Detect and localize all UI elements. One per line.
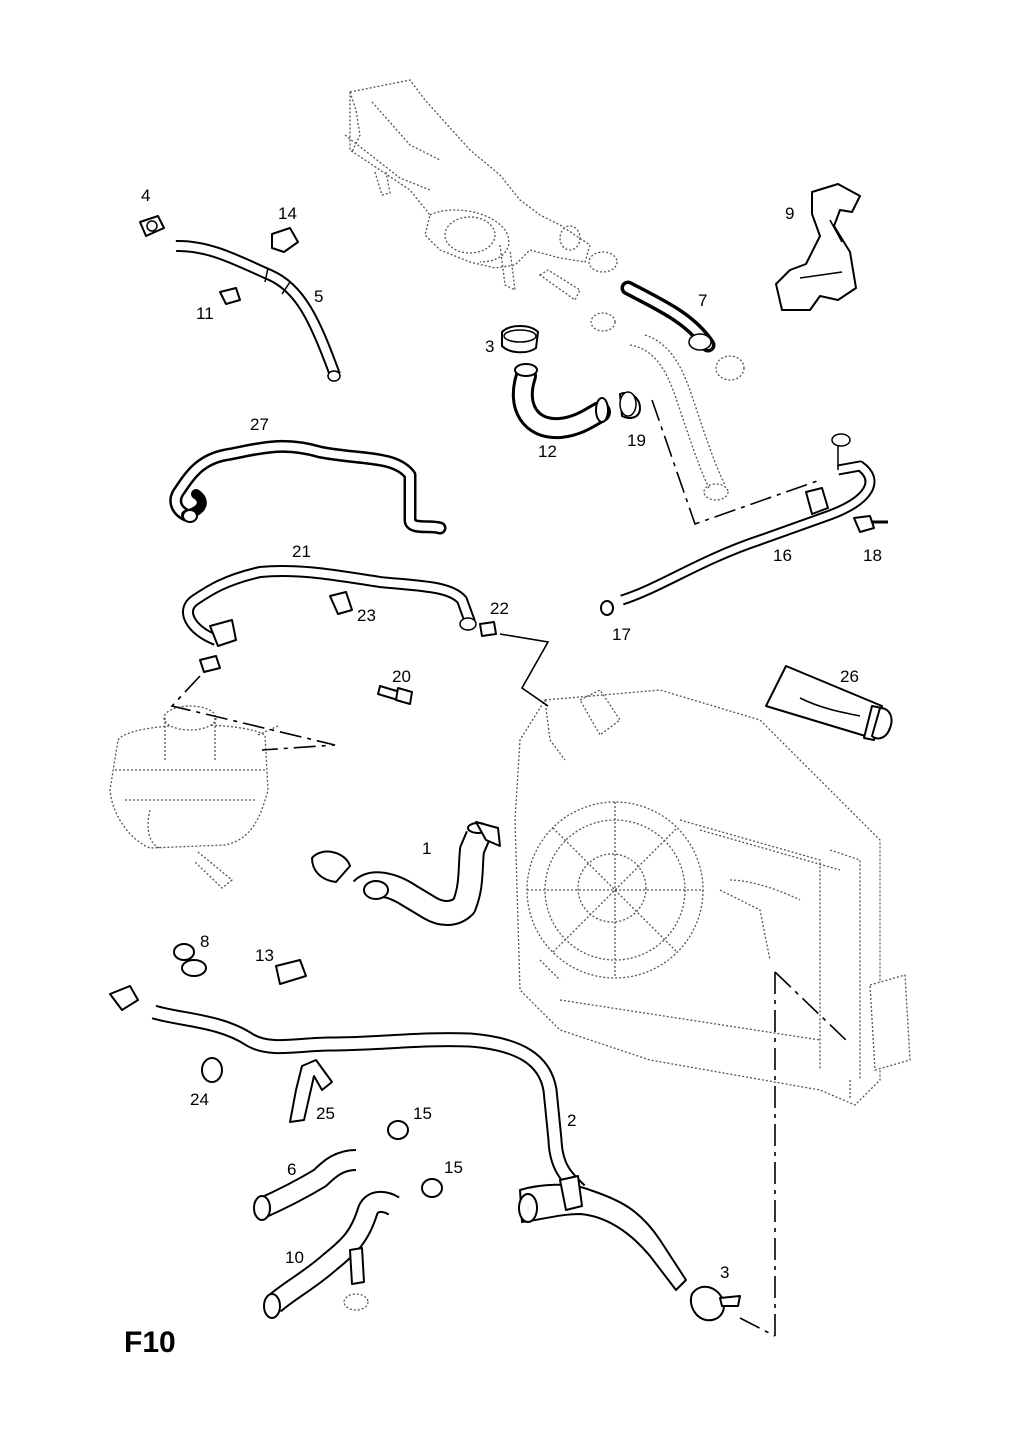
callout-labels: 4 14 5 11 9 7 3 12 19 27 16 18 21 22 23 … <box>141 186 882 1282</box>
part-7-hose <box>620 280 716 353</box>
part-6-hose <box>253 1149 365 1221</box>
callout-4: 4 <box>141 186 150 205</box>
part-9-bracket <box>775 183 861 311</box>
callout-8: 8 <box>200 932 209 951</box>
part-2-hose <box>148 1004 687 1291</box>
part-10-hose <box>263 1190 403 1319</box>
callout-18: 18 <box>863 546 882 565</box>
part-18-bolt <box>853 515 888 533</box>
callout-12: 12 <box>538 442 557 461</box>
callout-25: 25 <box>316 1104 335 1123</box>
part-27-hose <box>169 439 447 535</box>
part-21-end-clamp <box>199 655 221 673</box>
part-25-bracket <box>289 1059 333 1123</box>
part-24-clamp <box>201 1057 223 1083</box>
callout-24: 24 <box>190 1090 209 1109</box>
part-3-clamp-upper <box>501 325 539 354</box>
part-14-clip <box>271 227 299 253</box>
page-code: F10 <box>124 1326 176 1359</box>
part-23-clip <box>329 591 353 615</box>
callout-26: 26 <box>840 667 859 686</box>
callout-27: 27 <box>250 415 269 434</box>
callout-5: 5 <box>314 287 323 306</box>
callout-9: 9 <box>785 204 794 223</box>
part-8-clamp <box>173 943 207 977</box>
callout-21: 21 <box>292 542 311 561</box>
callout-19: 19 <box>627 431 646 450</box>
part-20-bolt <box>377 685 413 705</box>
callout-13: 13 <box>255 946 274 965</box>
part-22-clamp <box>479 621 497 637</box>
part-2-end-clamp <box>109 985 139 1011</box>
part-19-clamp <box>619 391 641 419</box>
thermostat-housing-outline <box>344 79 618 332</box>
callout-10: 10 <box>285 1248 304 1267</box>
part-26-sealant-tube <box>765 665 893 741</box>
part-5-hose <box>172 239 341 382</box>
part-11-clip <box>219 287 241 305</box>
part-16-pipe <box>618 433 876 606</box>
part-17-o-ring <box>600 600 614 616</box>
callout-3-lower: 3 <box>720 1263 729 1282</box>
callout-11: 11 <box>196 304 214 323</box>
callout-3-upper: 3 <box>485 337 494 356</box>
callout-2: 2 <box>567 1111 576 1130</box>
part-7-clamp-outline <box>715 355 745 381</box>
callout-23: 23 <box>357 606 376 625</box>
callout-22: 22 <box>490 599 509 618</box>
callout-7: 7 <box>698 291 707 310</box>
callout-20: 20 <box>392 667 411 686</box>
part-13-clip <box>275 959 307 985</box>
radiator-fan-assembly-outline <box>514 689 911 1106</box>
expansion-tank-outline <box>109 705 279 889</box>
callout-15-a: 15 <box>413 1104 432 1123</box>
part-3-clamp-lower <box>690 1285 741 1322</box>
part-21-hose <box>182 564 477 647</box>
bypass-hose-outline <box>629 334 729 501</box>
connector-lines <box>170 399 849 1340</box>
part-4-clamp <box>139 215 165 237</box>
callout-1: 1 <box>422 839 431 858</box>
part-15-clamp-a <box>387 1120 409 1140</box>
part-15-clamp-b <box>421 1178 443 1198</box>
callout-15-b: 15 <box>444 1158 463 1177</box>
callout-6: 6 <box>287 1160 296 1179</box>
part-12-hose <box>511 363 611 440</box>
callout-16: 16 <box>773 546 792 565</box>
callout-17: 17 <box>612 625 631 644</box>
part-1-hose <box>311 821 501 926</box>
callout-14: 14 <box>278 204 297 223</box>
